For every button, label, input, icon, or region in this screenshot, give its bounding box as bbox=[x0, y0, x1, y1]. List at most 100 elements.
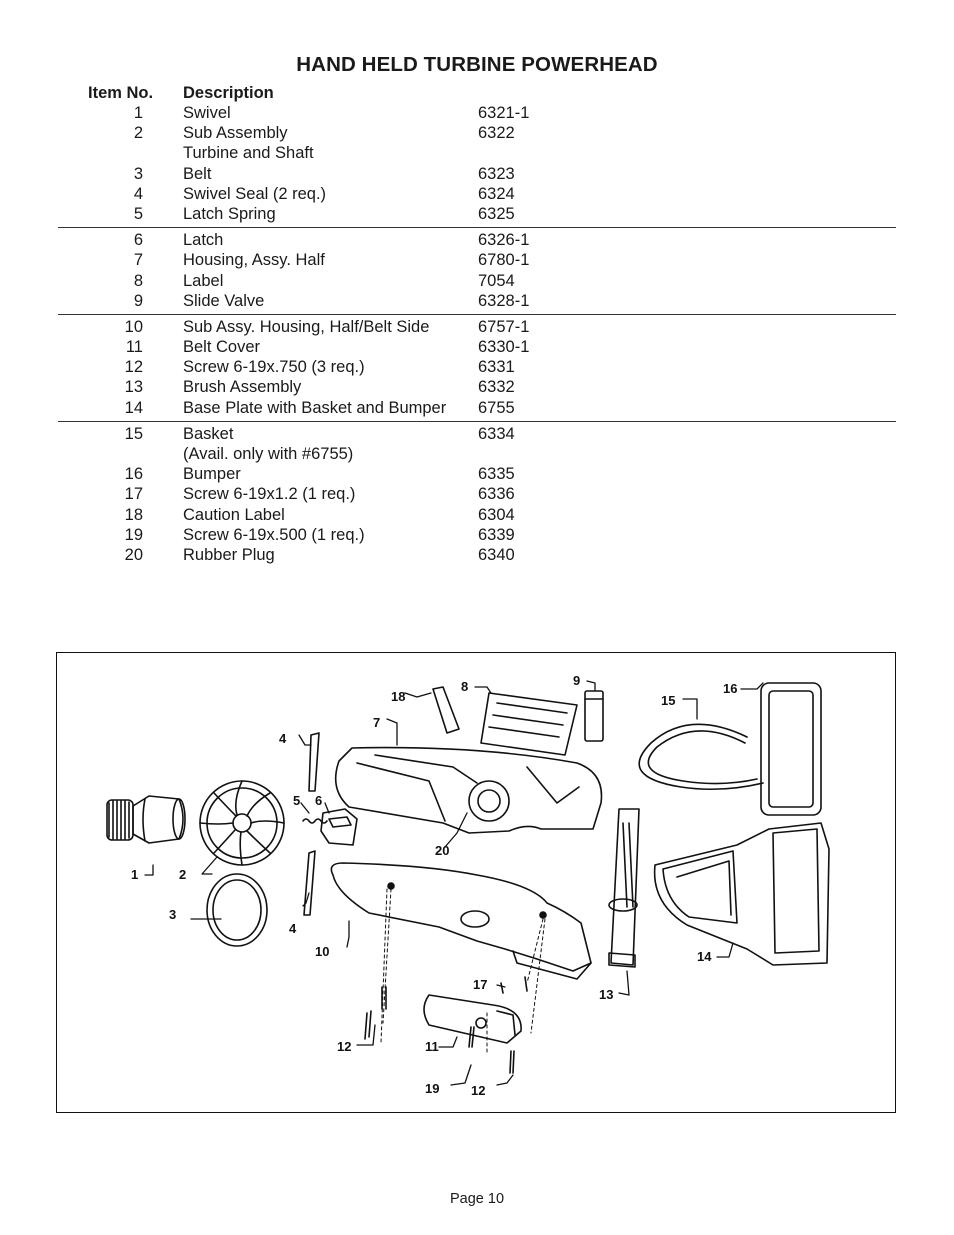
item-description: (Avail. only with #6755) bbox=[183, 445, 354, 463]
callout-5: 5 bbox=[293, 793, 300, 808]
item-number: 9 bbox=[133, 291, 143, 310]
item-description: Brush Assembly bbox=[183, 378, 302, 397]
callout-13: 13 bbox=[599, 987, 613, 1002]
callout-16: 16 bbox=[723, 681, 737, 696]
screw-6331-part bbox=[364, 986, 515, 1074]
part-number: 6324 bbox=[478, 184, 515, 203]
item-description: Sub Assembly bbox=[183, 124, 288, 143]
item-description: Screw 6-19x1.2 (1 req.) bbox=[183, 485, 356, 504]
slide-valve-part bbox=[584, 690, 604, 742]
item-number: 12 bbox=[124, 358, 143, 377]
page-title: HAND HELD TURBINE POWERHEAD bbox=[296, 53, 658, 76]
latch-part bbox=[320, 808, 358, 846]
bumper-part bbox=[760, 682, 822, 816]
callout-1: 1 bbox=[131, 867, 138, 882]
table-row: 14 Base Plate with Basket and Bumper 6755 bbox=[58, 399, 896, 419]
item-number: 16 bbox=[124, 465, 143, 484]
callout-12-left: 12 bbox=[337, 1039, 351, 1054]
label-part bbox=[480, 692, 578, 756]
part-number: 6331 bbox=[478, 358, 515, 377]
item-number: 2 bbox=[133, 124, 143, 143]
item-number: 15 bbox=[124, 424, 143, 443]
latch-spring-part bbox=[302, 818, 328, 824]
item-number: 20 bbox=[124, 545, 143, 564]
callout-18: 18 bbox=[391, 689, 405, 704]
item-description: Screw 6-19x.750 (3 req.) bbox=[183, 358, 365, 377]
item-number: 3 bbox=[133, 164, 143, 183]
callout-10: 10 bbox=[315, 944, 329, 959]
item-description: Turbine and Shaft bbox=[183, 144, 314, 163]
part-number: 6755 bbox=[478, 398, 515, 417]
callout-leader-lines bbox=[144, 680, 764, 1086]
item-number: 18 bbox=[124, 505, 143, 524]
table-row: 19 Screw 6-19x.500 (1 req.) 6339 bbox=[58, 526, 896, 546]
item-description: Belt bbox=[183, 164, 212, 183]
item-description: Base Plate with Basket and Bumper bbox=[183, 398, 447, 417]
base-plate-part bbox=[653, 822, 830, 966]
part-number: 6340 bbox=[478, 545, 515, 564]
part-number: 6330-1 bbox=[478, 338, 530, 357]
item-description: Housing, Assy. Half bbox=[183, 251, 325, 270]
table-row: 16 Bumper 6335 bbox=[58, 465, 896, 485]
table-row: 3 Belt 6323 bbox=[58, 165, 896, 185]
part-number: 6780-1 bbox=[478, 251, 530, 270]
callout-15: 15 bbox=[661, 693, 675, 708]
part-number: 6335 bbox=[478, 465, 515, 484]
exploded-view-drawing: 1 2 3 4 4 5 6 7 8 9 10 11 12 12 13 14 15… bbox=[106, 673, 830, 1098]
callout-19: 19 bbox=[425, 1081, 439, 1096]
callout-7: 7 bbox=[373, 715, 380, 730]
part-number: 6328-1 bbox=[478, 291, 530, 310]
item-number: 13 bbox=[124, 378, 143, 397]
swivel-seal-part bbox=[303, 732, 320, 916]
callout-14: 14 bbox=[697, 949, 712, 964]
part-number: 6334 bbox=[478, 424, 515, 443]
item-number: 14 bbox=[124, 398, 143, 417]
item-number: 1 bbox=[133, 104, 143, 122]
item-number: 19 bbox=[124, 525, 143, 544]
part-number: 6323 bbox=[478, 164, 515, 183]
page-number: Page 10 bbox=[449, 1191, 505, 1207]
callout-6: 6 bbox=[315, 793, 322, 808]
part-number: 6326-1 bbox=[478, 231, 530, 250]
table-row: (Avail. only with #6755) bbox=[58, 445, 896, 465]
item-number: 6 bbox=[133, 231, 143, 250]
item-description: Bumper bbox=[183, 465, 241, 484]
exploded-view-diagram: 1 2 3 4 4 5 6 7 8 9 10 11 12 12 13 14 15… bbox=[56, 652, 896, 1113]
belt-part bbox=[206, 873, 268, 947]
table-row: 13 Brush Assembly 6332 bbox=[58, 378, 896, 398]
callout-4-upper: 4 bbox=[279, 731, 287, 746]
item-description: Latch Spring bbox=[183, 204, 276, 223]
part-number: 6332 bbox=[478, 378, 515, 397]
item-description: Swivel bbox=[183, 104, 231, 122]
part-number: 6339 bbox=[478, 525, 515, 544]
screw-6336-part bbox=[500, 976, 528, 994]
item-no-header: Item No. bbox=[88, 84, 154, 102]
callout-11: 11 bbox=[425, 1039, 439, 1054]
item-description: Screw 6-19x.500 (1 req.) bbox=[183, 525, 365, 544]
item-description: Sub Assy. Housing, Half/Belt Side bbox=[183, 317, 430, 336]
description-header: Description bbox=[183, 84, 274, 102]
callout-2: 2 bbox=[179, 867, 186, 882]
table-row: 7 Housing, Assy. Half 6780-1 bbox=[58, 251, 896, 271]
callout-labels: 1 2 3 4 4 5 6 7 8 9 10 11 12 12 13 14 15… bbox=[131, 673, 737, 1098]
caution-label-part bbox=[432, 686, 460, 734]
part-number: 7054 bbox=[478, 271, 515, 290]
brush-assembly-part bbox=[608, 808, 640, 968]
housing-half-part bbox=[334, 746, 603, 834]
item-number: 7 bbox=[133, 251, 143, 270]
item-description: Swivel Seal (2 req.) bbox=[183, 184, 327, 203]
